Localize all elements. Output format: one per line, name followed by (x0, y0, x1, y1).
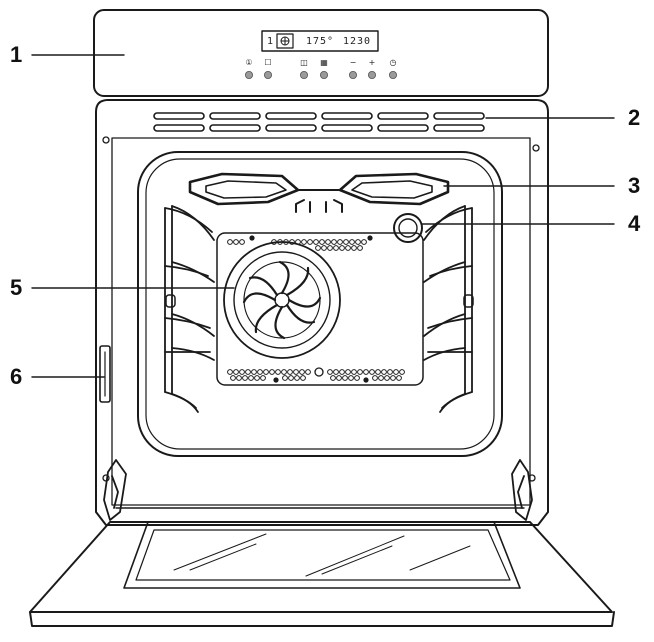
oven-frame (95, 99, 549, 526)
heating-element (188, 172, 450, 213)
function-icon[interactable]: ◫ (300, 58, 308, 67)
display-oven-symbol (276, 33, 294, 49)
vent-holes (227, 239, 405, 381)
glass-reflections (173, 533, 471, 577)
callout-4: 4 (628, 211, 641, 236)
shelf-rack-left (164, 205, 215, 413)
power-icon[interactable]: ① (245, 58, 253, 67)
display-program: 1 (267, 36, 275, 47)
callout-1: 1 (10, 42, 23, 67)
control-panel (93, 9, 549, 97)
callout-leaders (31, 54, 615, 378)
back-panel (216, 232, 424, 386)
shelf-rack-right (423, 205, 474, 413)
door-hinges (103, 459, 533, 521)
door-switch (99, 345, 111, 403)
callout-5: 5 (10, 275, 23, 300)
display-window (261, 30, 379, 52)
callout-6: 6 (10, 364, 23, 389)
minus-icon[interactable]: − (349, 58, 357, 67)
callout-3: 3 (628, 173, 641, 198)
oven-lamp (393, 213, 423, 243)
program-icon[interactable]: ▦ (320, 58, 328, 67)
frame-screws (102, 136, 540, 482)
panel-buttons (244, 71, 397, 80)
display-temperature: 175° (306, 36, 335, 47)
callout-2: 2 (628, 105, 641, 130)
clock-icon[interactable]: ◷ (389, 58, 397, 67)
mode-icon[interactable]: ☐ (264, 58, 272, 67)
oven-cavity (137, 151, 503, 457)
oven-symbol-icon (280, 36, 290, 46)
plus-icon[interactable]: + (368, 58, 376, 67)
back-panel-rivets (249, 235, 373, 383)
open-door (29, 507, 615, 627)
oven-frame-inner (111, 137, 531, 506)
fan (223, 241, 341, 359)
oven-cavity-inner (145, 158, 495, 450)
cooling-vents (153, 112, 485, 132)
display-time: 1230 (343, 36, 372, 47)
